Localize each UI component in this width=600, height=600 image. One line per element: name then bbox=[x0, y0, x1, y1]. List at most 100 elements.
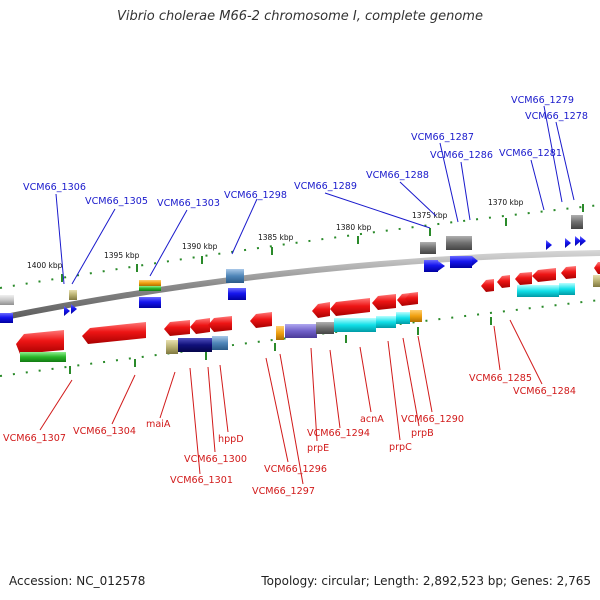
bottom-gene-labels: VCM66_1307 VCM66_1304 maiA hppD VCM66_13… bbox=[3, 373, 576, 497]
feature-block bbox=[226, 269, 244, 283]
gene-label: VCM66_1288 bbox=[366, 170, 429, 181]
gene-label: hppD bbox=[218, 434, 244, 445]
cds-arrow-reverse bbox=[561, 266, 576, 279]
cds-arrow-reverse bbox=[82, 322, 146, 344]
feature-block bbox=[0, 295, 14, 305]
gene-label: VCM66_1287 bbox=[411, 132, 474, 143]
cds-arrow-reverse bbox=[190, 318, 210, 334]
cds-arrow-reverse bbox=[497, 275, 510, 288]
feature-block bbox=[559, 283, 575, 295]
gene-label: prpB bbox=[411, 428, 434, 439]
cds-arrow-reverse bbox=[164, 320, 190, 336]
feature-block bbox=[178, 338, 212, 352]
feature-block bbox=[228, 288, 246, 300]
cds-arrow-reverse bbox=[250, 312, 272, 328]
gene-label: VCM66_1297 bbox=[252, 486, 315, 497]
cds-arrow-reverse bbox=[208, 316, 232, 332]
gene-label: VCM66_1307 bbox=[3, 433, 66, 444]
feature-block bbox=[285, 324, 317, 338]
gene-label: VCM66_1290 bbox=[401, 414, 464, 425]
cds-arrow-reverse bbox=[312, 302, 330, 318]
gene-label: VCM66_1289 bbox=[294, 181, 357, 192]
gene-label: VCM66_1303 bbox=[157, 198, 220, 209]
reverse-cds-arrows bbox=[16, 262, 600, 354]
map-title: Vibrio cholerae M66-2 chromosome I, comp… bbox=[117, 9, 483, 24]
forward-cds-arrows bbox=[64, 236, 586, 316]
chromosome-backbone bbox=[0, 250, 600, 321]
kbp-label: 1395 kbp bbox=[104, 251, 140, 260]
kbp-label: 1380 kbp bbox=[336, 223, 372, 232]
gene-label: VCM66_1296 bbox=[264, 464, 327, 475]
feature-block bbox=[212, 336, 228, 350]
forward-feature-track bbox=[0, 215, 600, 323]
cds-arrow-forward bbox=[580, 236, 586, 246]
genome-summary-text: Topology: circular; Length: 2,892,523 bp… bbox=[261, 574, 591, 588]
gene-label: VCM66_1304 bbox=[73, 426, 136, 437]
gene-label: VCM66_1294 bbox=[307, 428, 370, 439]
feature-block bbox=[20, 352, 66, 362]
feature-block bbox=[69, 290, 77, 300]
cds-arrow-reverse bbox=[16, 330, 64, 354]
feature-block bbox=[139, 286, 161, 291]
cds-arrow-forward bbox=[438, 261, 445, 271]
cds-arrow-reverse bbox=[532, 268, 556, 282]
feature-block bbox=[571, 215, 583, 229]
gene-label: VCM66_1286 bbox=[430, 150, 493, 161]
top-gene-labels: VCM66_1306 VCM66_1305 VCM66_1303 VCM66_1… bbox=[23, 95, 588, 209]
feature-block bbox=[396, 312, 410, 324]
feature-block bbox=[376, 316, 396, 328]
kbp-label: 1400 kbp bbox=[27, 261, 63, 270]
gene-label: VCM66_1305 bbox=[85, 196, 148, 207]
feature-block bbox=[424, 260, 438, 272]
scale-tick-marks bbox=[61, 204, 584, 374]
feature-block bbox=[139, 297, 161, 308]
kbp-scale-labels: 1400 kbp 1395 kbp 1390 kbp 1385 kbp 1380… bbox=[27, 198, 524, 270]
cds-arrow-reverse bbox=[515, 272, 532, 285]
feature-block bbox=[0, 313, 13, 323]
accession-text: Accession: NC_012578 bbox=[9, 574, 146, 588]
gene-label: prpC bbox=[389, 442, 412, 453]
feature-block bbox=[316, 322, 334, 334]
gene-label: VCM66_1301 bbox=[170, 475, 233, 486]
cds-arrow-reverse bbox=[330, 298, 370, 316]
feature-block bbox=[446, 236, 472, 250]
gene-label: VCM66_1285 bbox=[469, 373, 532, 384]
cds-arrow-forward bbox=[71, 304, 77, 314]
feature-block bbox=[450, 256, 472, 268]
cds-arrow-reverse bbox=[594, 262, 600, 274]
feature-block bbox=[410, 310, 422, 322]
gene-label: maiA bbox=[146, 419, 171, 430]
gene-label: prpE bbox=[307, 443, 329, 454]
cds-arrow-forward bbox=[546, 240, 552, 250]
inner-dotted-track bbox=[0, 299, 600, 377]
kbp-label: 1375 kbp bbox=[412, 211, 448, 220]
feature-block bbox=[139, 280, 161, 286]
gene-label: acnA bbox=[360, 414, 384, 425]
top-leader-lines bbox=[55, 105, 575, 285]
kbp-label: 1370 kbp bbox=[488, 198, 524, 207]
cds-arrow-forward bbox=[472, 256, 478, 266]
outer-dotted-track bbox=[0, 204, 600, 289]
feature-block bbox=[420, 242, 436, 254]
feature-block bbox=[593, 275, 600, 287]
cds-arrow-forward bbox=[565, 238, 571, 248]
cds-arrow-reverse bbox=[405, 292, 418, 305]
feature-block bbox=[276, 326, 284, 340]
gene-label: VCM66_1300 bbox=[184, 454, 247, 465]
kbp-label: 1390 kbp bbox=[182, 242, 218, 251]
feature-block bbox=[334, 318, 376, 332]
bottom-leader-lines bbox=[39, 319, 543, 485]
gene-label: VCM66_1284 bbox=[513, 386, 576, 397]
feature-block bbox=[166, 340, 178, 354]
gene-label: VCM66_1278 bbox=[525, 111, 588, 122]
cds-arrow-reverse bbox=[372, 294, 396, 310]
reverse-feature-track bbox=[20, 310, 422, 362]
cds-arrow-reverse bbox=[481, 279, 494, 292]
gene-label: VCM66_1279 bbox=[511, 95, 574, 106]
cds-arrow-forward bbox=[575, 236, 581, 246]
kbp-label: 1385 kbp bbox=[258, 233, 294, 242]
gene-label: VCM66_1298 bbox=[224, 190, 287, 201]
gene-label: VCM66_1306 bbox=[23, 182, 86, 193]
cds-arrow-reverse bbox=[397, 293, 410, 306]
